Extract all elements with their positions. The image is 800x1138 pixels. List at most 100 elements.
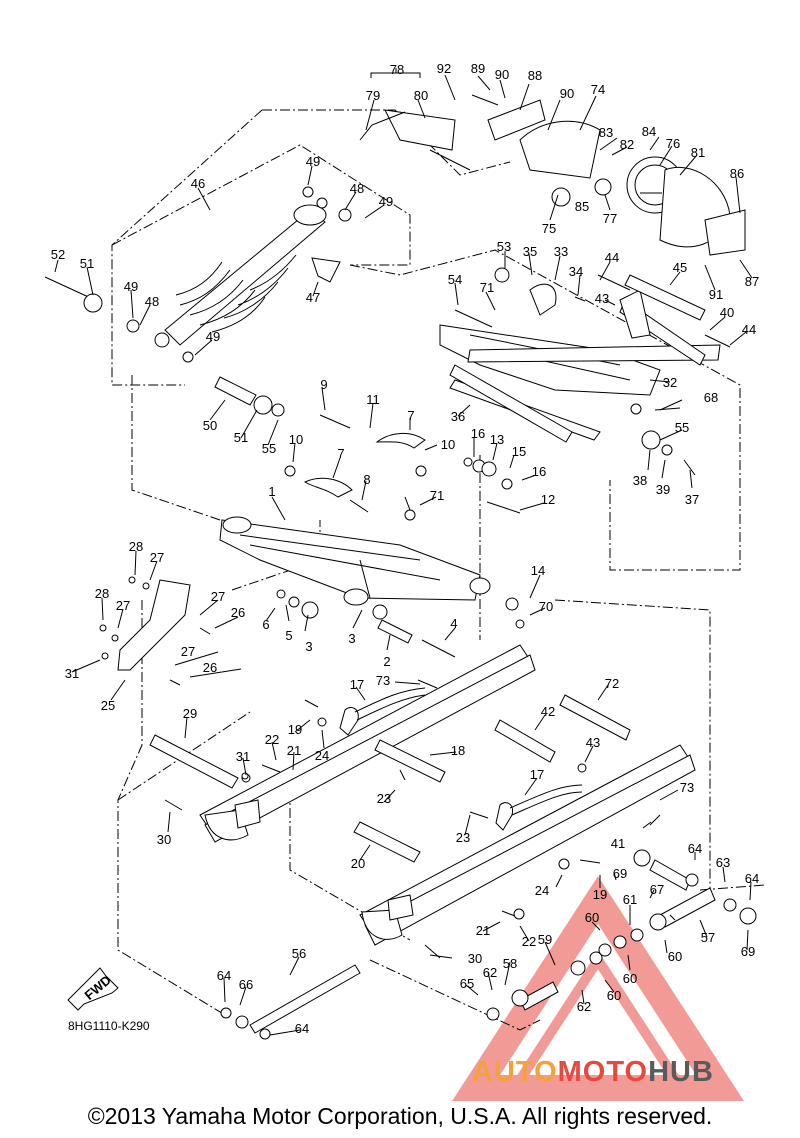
label-69b: 69 — [741, 944, 755, 959]
label-80: 80 — [414, 88, 428, 103]
label-49: 49 — [306, 154, 320, 169]
label-8: 8 — [363, 472, 370, 487]
label-82: 82 — [620, 137, 634, 152]
label-53: 53 — [497, 239, 511, 254]
label-38: 38 — [633, 473, 647, 488]
watermark-text: AUTOMOTOHUB — [472, 1056, 714, 1089]
label-57: 57 — [701, 930, 715, 945]
label-25: 25 — [101, 698, 115, 713]
watermark-hub: HUB — [648, 1056, 714, 1088]
label-43b: 43 — [586, 735, 600, 750]
label-16: 16 — [471, 426, 485, 441]
label-33: 33 — [554, 244, 568, 259]
label-89: 89 — [471, 61, 485, 76]
label-31b: 31 — [236, 749, 250, 764]
label-3: 3 — [305, 639, 312, 654]
label-27: 27 — [150, 550, 164, 565]
label-63: 63 — [716, 855, 730, 870]
label-45: 45 — [673, 260, 687, 275]
label-73b: 73 — [680, 780, 694, 795]
label-55: 55 — [262, 441, 276, 456]
label-77: 77 — [603, 211, 617, 226]
label-52: 52 — [51, 247, 65, 262]
label-64c: 64 — [217, 968, 231, 983]
fasteners — [44, 94, 757, 1040]
label-78: 78 — [390, 62, 404, 77]
label-72: 72 — [605, 676, 619, 691]
drawing-code: 8HG1110-K290 — [68, 1019, 150, 1033]
label-85: 85 — [575, 199, 589, 214]
label-29: 29 — [183, 706, 197, 721]
label-2: 2 — [383, 654, 390, 669]
fwd-arrow-icon: FWD — [67, 967, 119, 1011]
label-54: 54 — [448, 272, 462, 287]
label-3b: 3 — [348, 631, 355, 646]
label-10: 10 — [289, 432, 303, 447]
label-19b: 19 — [593, 887, 607, 902]
copyright-notice: ©2013 Yamaha Motor Corporation, U.S.A. A… — [87, 1103, 713, 1129]
label-81: 81 — [691, 145, 705, 160]
label-56: 56 — [292, 946, 306, 961]
shock-absorber — [154, 197, 341, 348]
label-22b: 22 — [522, 934, 536, 949]
label-50: 50 — [203, 418, 217, 433]
label-37: 37 — [685, 492, 699, 507]
label-7: 7 — [407, 408, 414, 423]
label-28b: 28 — [95, 586, 109, 601]
label-74: 74 — [591, 82, 605, 97]
label-62: 62 — [483, 965, 497, 980]
label-27d: 27 — [181, 644, 195, 659]
label-51b: 51 — [234, 430, 248, 445]
label-30: 30 — [157, 832, 171, 847]
label-48b: 48 — [145, 294, 159, 309]
label-27c: 27 — [116, 598, 130, 613]
watermark-moto: MOTO — [557, 1056, 649, 1088]
label-22: 22 — [265, 732, 279, 747]
label-60d: 60 — [668, 949, 682, 964]
label-58: 58 — [503, 956, 517, 971]
label-13: 13 — [490, 432, 504, 447]
label-83: 83 — [599, 125, 613, 140]
label-36: 36 — [451, 409, 465, 424]
label-64: 64 — [688, 841, 702, 856]
part-number-labels: 1 2 3 3 4 5 6 7 7 8 9 10 10 11 12 13 14 … — [51, 61, 759, 1036]
label-62b: 62 — [577, 999, 591, 1014]
label-1: 1 — [268, 484, 275, 499]
label-12: 12 — [541, 492, 555, 507]
label-34: 34 — [569, 264, 583, 279]
label-49c: 49 — [124, 279, 138, 294]
label-71b: 71 — [480, 280, 494, 295]
gear-case — [359, 99, 746, 256]
label-60c: 60 — [607, 988, 621, 1003]
label-16b: 16 — [532, 464, 546, 479]
label-31: 31 — [65, 666, 79, 681]
label-91: 91 — [709, 287, 723, 302]
label-65: 65 — [460, 976, 474, 991]
label-23: 23 — [377, 791, 391, 806]
shafts — [149, 274, 716, 1034]
label-21b: 21 — [476, 923, 490, 938]
label-32: 32 — [663, 375, 677, 390]
label-67: 67 — [650, 882, 664, 897]
label-76: 76 — [666, 136, 680, 151]
idler-parts — [117, 579, 583, 831]
label-69: 69 — [613, 866, 627, 881]
label-14: 14 — [531, 563, 545, 578]
label-49d: 49 — [206, 329, 220, 344]
label-42: 42 — [541, 704, 555, 719]
label-84: 84 — [642, 124, 656, 139]
label-11: 11 — [366, 392, 380, 407]
label-66: 66 — [239, 977, 253, 992]
label-35: 35 — [523, 244, 537, 259]
watermark-auto: AUTO — [472, 1056, 558, 1088]
label-15: 15 — [512, 444, 526, 459]
label-6: 6 — [262, 617, 269, 632]
label-47: 47 — [306, 290, 320, 305]
label-24: 24 — [315, 748, 329, 763]
label-17: 17 — [350, 677, 364, 692]
label-88: 88 — [528, 68, 542, 83]
label-68: 68 — [704, 390, 718, 405]
label-30b: 30 — [468, 951, 482, 966]
label-79: 79 — [366, 88, 380, 103]
label-64b: 64 — [745, 871, 759, 886]
